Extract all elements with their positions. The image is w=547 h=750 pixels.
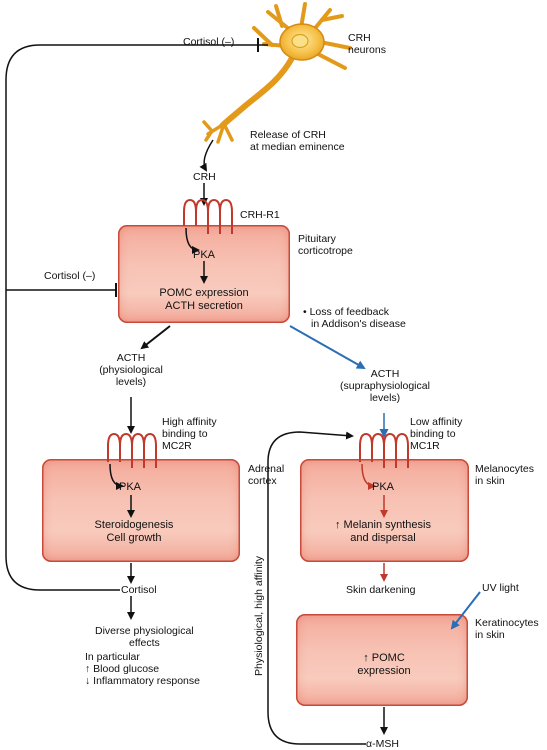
cortisol-label: Cortisol [121, 584, 157, 596]
adrenal-cortex-box [42, 459, 240, 562]
pka-melanocyte-label: PKA [372, 481, 395, 493]
cortisol-inhibition-top-label: Cortisol (–) [183, 36, 235, 48]
mc2r-receptor-icon [107, 432, 157, 468]
in-particular-label: In particular↑ Blood glucose↓ Inflammato… [85, 651, 200, 687]
skin-darkening-label: Skin darkening [346, 584, 416, 596]
crh-r1-receptor-icon [183, 198, 233, 234]
keratinocyte-box [296, 614, 468, 706]
crh-neuron-icon [202, 2, 352, 144]
mc1r-receptor-icon [359, 432, 409, 468]
uv-light-label: UV light [482, 582, 519, 594]
pka-adrenal-label: PKA [119, 481, 142, 493]
crh-r1-label: CRH-R1 [240, 209, 280, 221]
cortisol-inhibition-mid-label: Cortisol (–) [44, 270, 96, 282]
alpha-msh-label: α-MSH [366, 738, 399, 750]
pka-pituitary-label: PKA [193, 249, 216, 261]
physiological-high-affinity-label: Physiological, high affinity [253, 555, 265, 676]
crh-label: CRH [193, 171, 216, 183]
